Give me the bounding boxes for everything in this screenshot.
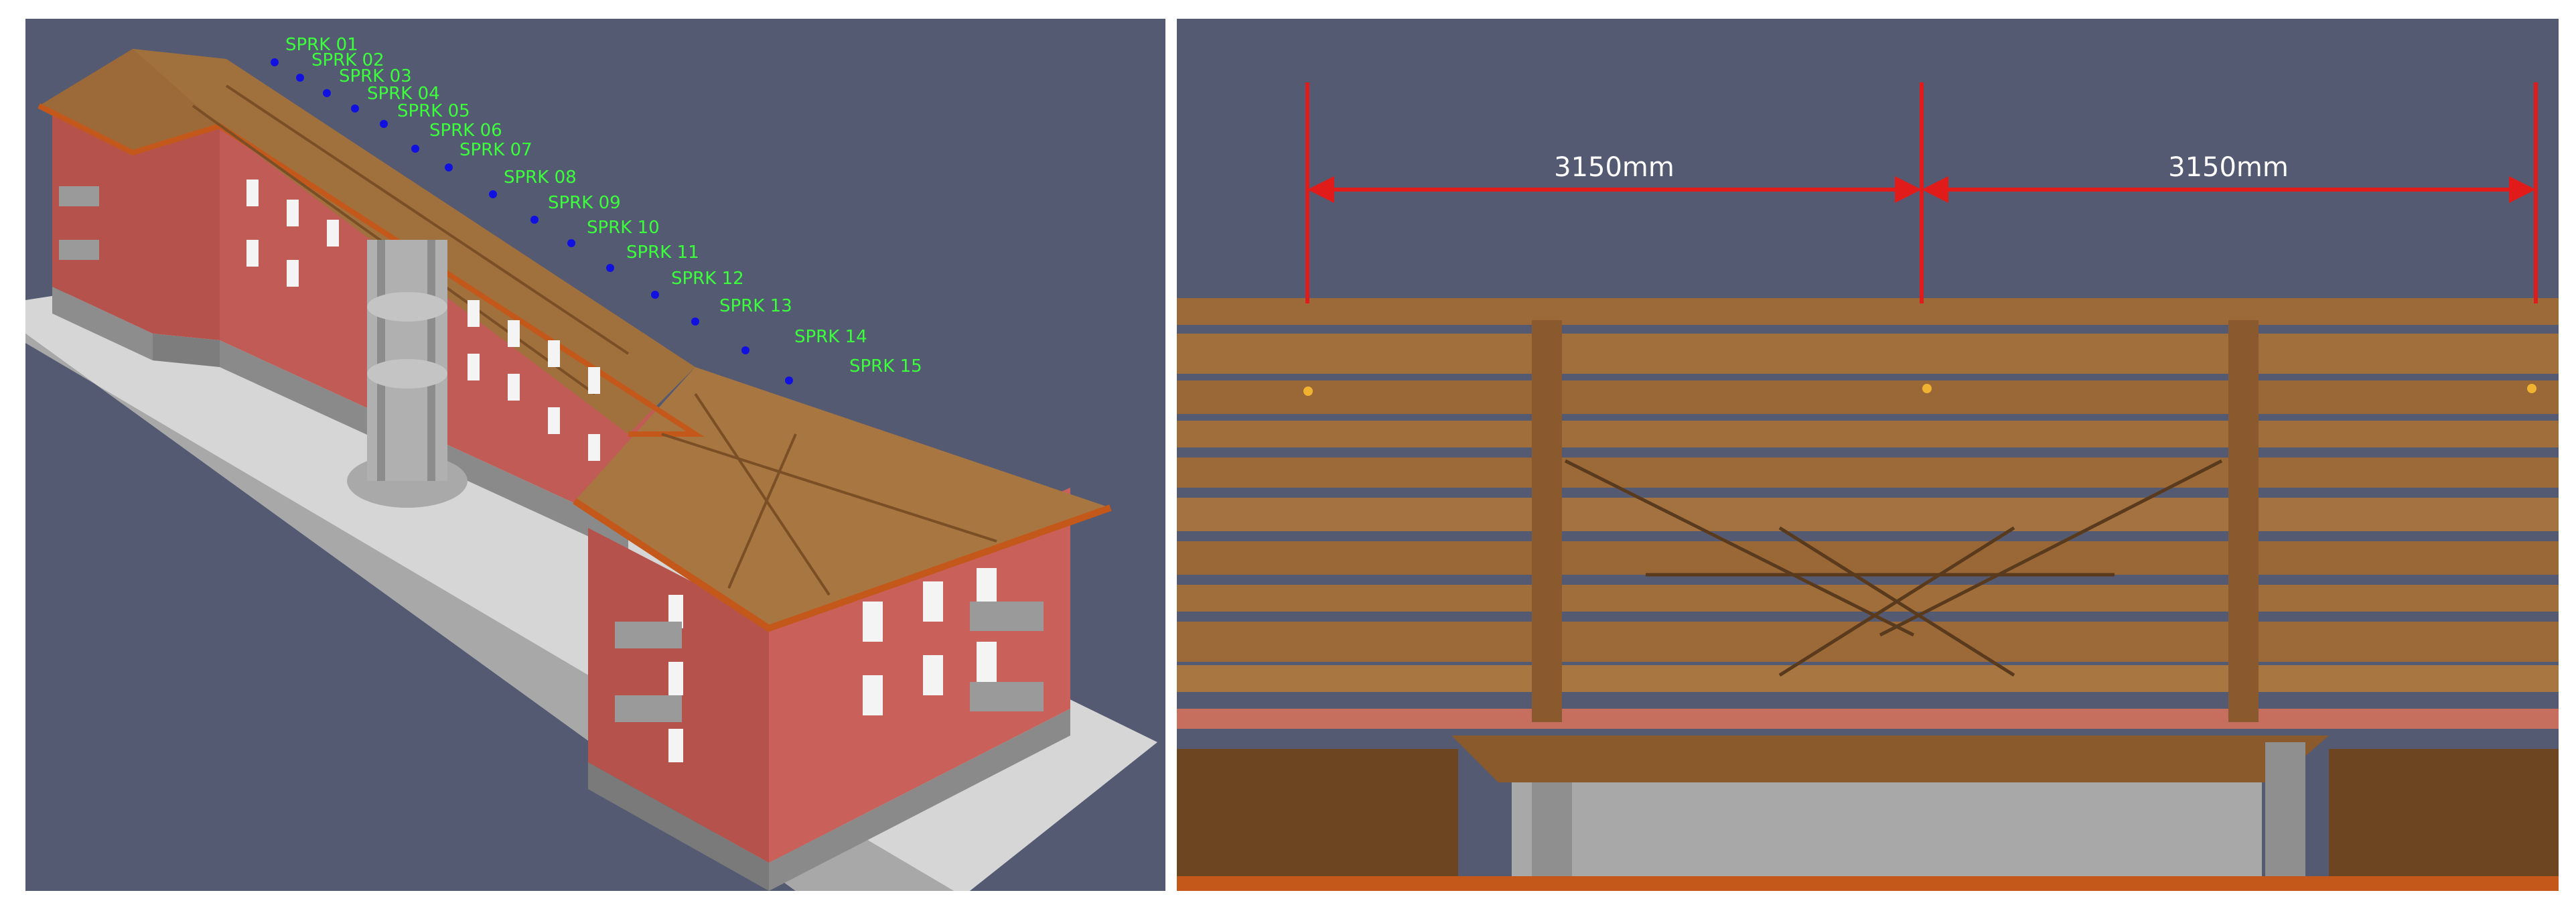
front-wing-plinth-side [588,762,769,891]
end-wing-plinth [153,334,220,367]
balconies [59,186,1044,722]
dimension-label: 3150mm [1554,152,1674,183]
sprinkler-label: SPRK 07 [459,140,532,160]
sprinkler-label: SPRK 14 [794,327,867,347]
dimension-lines [1305,82,2538,303]
sprinkler-label: SPRK 05 [397,101,470,121]
front-wing-roof [575,367,1111,628]
sprinkler-label: SPRK 03 [339,66,412,86]
sprinkler-markers [271,58,793,384]
sprinkler-label: SPRK 11 [626,242,699,263]
sprinkler-label: SPRK 15 [849,356,922,376]
roof-purlins [1177,298,2559,729]
end-wing-plinth-side [52,287,153,360]
sprinkler-label: SPRK 08 [504,167,577,188]
front-wing-plinth [769,709,1070,891]
tower-column [2265,742,2305,891]
truss-braces [1564,459,2223,677]
truss-closeup-render: 3150mm 3150mm [1177,19,2559,891]
sprinkler-label: SPRK 04 [367,84,440,104]
sprinkler-label: SPRK 12 [671,269,744,289]
sprinkler-label: SPRK 01 [285,35,358,55]
eave-trim [1177,876,2559,891]
base-ring-beam [1451,735,2329,782]
left-3d-viewport[interactable]: SPRK 01 SPRK 02 SPRK 03 SPRK 04 SPRK 05 … [25,19,1165,891]
dimension-label: 3150mm [2168,152,2289,183]
front-roof-trim [573,498,1112,632]
dimension-arrowheads [1307,176,2536,203]
sprinkler-labels: SPRK 01 SPRK 02 SPRK 03 SPRK 04 SPRK 05 … [285,35,922,376]
building-render: SPRK 01 SPRK 02 SPRK 03 SPRK 04 SPRK 05 … [25,19,1165,891]
lower-timber-right [2329,749,2559,891]
sprinkler-label: SPRK 13 [719,296,792,316]
sprinkler-label: SPRK 10 [587,218,660,238]
stair-tower-wall [1512,782,2262,891]
sprinkler-heads [1303,384,2536,396]
lower-timber-left [1177,749,1458,891]
tower-column [1532,782,1572,891]
sprinkler-label: SPRK 02 [311,50,384,70]
sprinkler-label: SPRK 06 [429,121,502,141]
end-wing-wall [52,92,220,340]
stair-tower [347,240,468,508]
sprinkler-label: SPRK 09 [548,193,621,213]
truss-posts [1532,320,2259,722]
right-closeup-viewport[interactable]: 3150mm 3150mm [1177,19,2559,891]
